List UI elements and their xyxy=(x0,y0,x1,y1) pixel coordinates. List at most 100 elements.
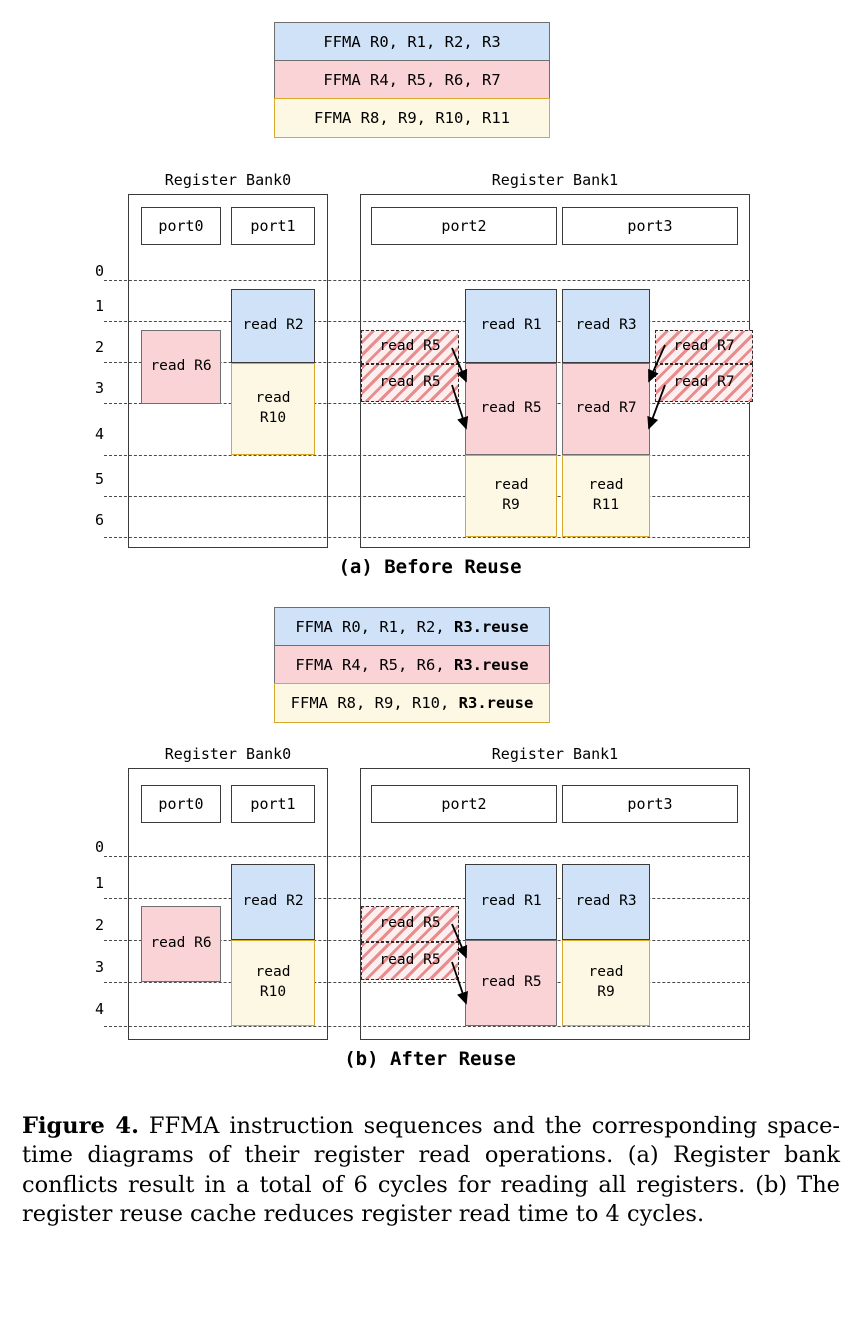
instruction-text: FFMA R4, R5, R6, R7 xyxy=(323,70,501,89)
port-header-port0: port0 xyxy=(141,207,221,245)
read-cell: read R1 xyxy=(465,864,557,940)
instruction-row: FFMA R0, R1, R2, R3.reuse xyxy=(274,607,550,646)
panel-a-instruction-list: FFMA R0, R1, R2, R3 FFMA R4, R5, R6, R7 … xyxy=(274,22,550,138)
reuse-cache-label: read R5 xyxy=(379,952,441,969)
instruction-row: FFMA R8, R9, R10, R3.reuse xyxy=(274,683,550,723)
reuse-cache-cell: read R5 xyxy=(361,364,459,402)
cycle-label-3: 3 xyxy=(94,379,104,397)
cycle-label-4: 4 xyxy=(94,425,104,443)
cycle-label-2: 2 xyxy=(94,338,104,356)
reuse-cache-cell: read R5 xyxy=(361,330,459,364)
read-cell: read R6 xyxy=(141,330,221,404)
bank0-title: Register Bank0 xyxy=(164,171,292,189)
bank1-title: Register Bank1 xyxy=(491,745,619,763)
cycle-label-6: 6 xyxy=(94,511,104,529)
port-header-port2: port2 xyxy=(371,785,557,823)
read-cell: read R2 xyxy=(231,289,315,363)
read-cell-label: read R5 xyxy=(480,974,542,991)
port-header-port3: port3 xyxy=(562,785,738,823)
read-cell: read R2 xyxy=(231,864,315,940)
cycle-label-0: 0 xyxy=(94,262,104,280)
instruction-text: FFMA R0, R1, R2, xyxy=(295,617,454,636)
reuse-cache-cell: read R5 xyxy=(361,942,459,980)
cycle-gridline xyxy=(104,856,750,857)
panel-a-subcaption: (a) Before Reuse xyxy=(338,556,522,578)
cycle-gridline xyxy=(104,321,750,322)
cycle-label-3: 3 xyxy=(94,958,104,976)
read-cell: read R9 xyxy=(562,940,650,1026)
reuse-cache-label: read R7 xyxy=(673,374,735,391)
port-header-port1: port1 xyxy=(231,207,315,245)
instruction-text: FFMA R4, R5, R6, xyxy=(295,655,454,674)
instruction-text: FFMA R8, R9, R10, xyxy=(290,694,459,712)
reuse-cache-cell: read R7 xyxy=(655,364,753,402)
read-cell-label: read R9 xyxy=(493,477,529,513)
port-header-port2: port2 xyxy=(371,207,557,245)
instruction-text-bold: R3.reuse xyxy=(453,617,529,636)
panel-b-instruction-list: FFMA R0, R1, R2, R3.reuse FFMA R4, R5, R… xyxy=(274,607,550,723)
instruction-text: FFMA R0, R1, R2, R3 xyxy=(323,32,501,51)
read-cell-label: read R10 xyxy=(255,964,291,1000)
read-cell-label: read R2 xyxy=(242,893,304,910)
read-cell-label: read R6 xyxy=(150,358,212,375)
instruction-row: FFMA R0, R1, R2, R3 xyxy=(274,22,550,61)
read-cell-label: read R2 xyxy=(242,317,304,334)
read-cell: read R5 xyxy=(465,363,557,455)
cycle-label-5: 5 xyxy=(94,470,104,488)
read-cell-label: read R10 xyxy=(255,390,291,426)
read-cell: read R6 xyxy=(141,906,221,982)
read-cell-label: read R3 xyxy=(575,893,637,910)
port-header-port3: port3 xyxy=(562,207,738,245)
read-cell-label: read R7 xyxy=(575,400,637,417)
instruction-text-bold: R3.reuse xyxy=(453,655,529,674)
figure-caption: Figure 4. FFMA instruction sequences and… xyxy=(22,1112,840,1229)
read-cell: read R11 xyxy=(562,455,650,537)
read-cell-label: read R1 xyxy=(480,893,542,910)
cycle-gridline xyxy=(104,982,750,983)
reuse-cache-cell: read R5 xyxy=(361,906,459,942)
bank1-title: Register Bank1 xyxy=(491,171,619,189)
instruction-row: FFMA R8, R9, R10, R11 xyxy=(274,98,550,138)
read-cell-label: read R6 xyxy=(150,935,212,952)
read-cell-label: read R1 xyxy=(480,317,542,334)
reuse-cache-cell: read R7 xyxy=(655,330,753,364)
instruction-row: FFMA R4, R5, R6, R7 xyxy=(274,60,550,99)
read-cell: read R3 xyxy=(562,289,650,363)
read-cell-label: read R5 xyxy=(480,400,542,417)
bank0-frame xyxy=(128,768,328,1040)
read-cell-label: read R11 xyxy=(588,477,624,513)
panel-b-subcaption: (b) After Reuse xyxy=(344,1048,516,1070)
cycle-label-0: 0 xyxy=(94,838,104,856)
cycle-gridline xyxy=(104,280,750,281)
cycle-label-2: 2 xyxy=(94,916,104,934)
cycle-gridline xyxy=(104,1026,750,1027)
bank0-frame xyxy=(128,194,328,548)
read-cell-label: read R9 xyxy=(588,964,624,1000)
cycle-label-1: 1 xyxy=(94,874,104,892)
reuse-cache-label: read R7 xyxy=(673,338,735,355)
port-header-port0: port0 xyxy=(141,785,221,823)
read-cell: read R10 xyxy=(231,940,315,1026)
figure-caption-label: Figure 4. xyxy=(22,1113,139,1139)
cycle-gridline xyxy=(104,496,750,497)
bank0-title: Register Bank0 xyxy=(164,745,292,763)
port-header-port1: port1 xyxy=(231,785,315,823)
instruction-row: FFMA R4, R5, R6, R3.reuse xyxy=(274,645,550,684)
instruction-text-bold: R3.reuse xyxy=(458,694,534,712)
cycle-label-1: 1 xyxy=(94,297,104,315)
cycle-gridline xyxy=(104,455,750,456)
read-cell: read R10 xyxy=(231,363,315,455)
instruction-text: FFMA R8, R9, R10, R11 xyxy=(314,109,510,127)
reuse-cache-label: read R5 xyxy=(379,374,441,391)
read-cell-label: read R3 xyxy=(575,317,637,334)
cycle-label-4: 4 xyxy=(94,1000,104,1018)
read-cell: read R9 xyxy=(465,455,557,537)
reuse-cache-label: read R5 xyxy=(379,338,441,355)
read-cell: read R3 xyxy=(562,864,650,940)
figure-caption-text: FFMA instruction sequences and the corre… xyxy=(22,1113,840,1227)
reuse-cache-label: read R5 xyxy=(379,915,441,932)
cycle-gridline xyxy=(104,898,750,899)
bank1-frame xyxy=(360,768,750,1040)
read-cell: read R7 xyxy=(562,363,650,455)
